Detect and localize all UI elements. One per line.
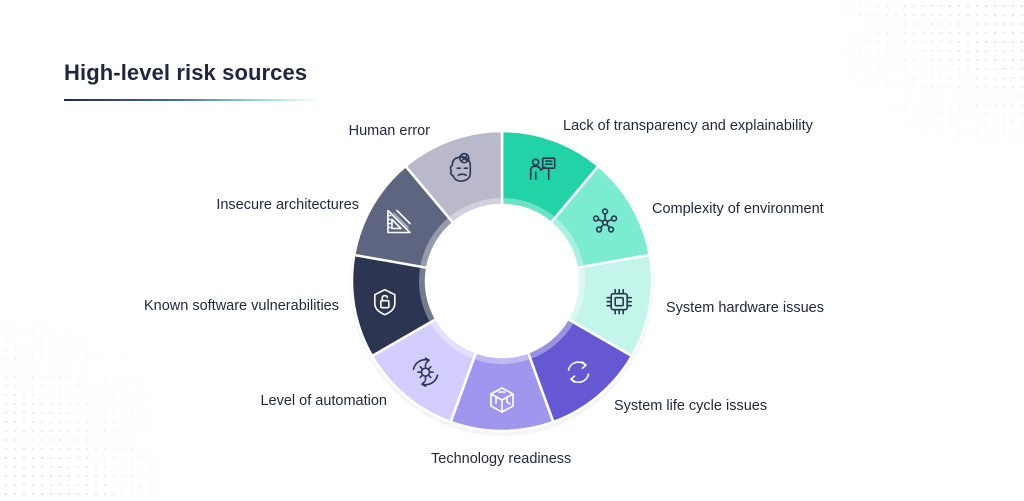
wheel-center	[427, 206, 577, 356]
segment-inner-band	[552, 218, 584, 267]
segment-inner-band	[503, 198, 555, 222]
ruler-triangle-icon	[387, 209, 411, 234]
segment-label-system-life-cycle-issues: System life cycle issues	[614, 398, 768, 414]
segment-label-human-error: Human error	[348, 123, 430, 139]
segment-inner-band	[529, 320, 574, 359]
microchip-icon	[606, 288, 632, 315]
segment-label-system-hardware-issues: System hardware issues	[666, 300, 824, 316]
circuit-cube-icon	[490, 387, 514, 413]
title-underline	[64, 99, 320, 101]
gear-cycle-icon	[412, 357, 439, 387]
page-title: High-level risk sources	[64, 60, 308, 85]
segment-inner-band	[474, 353, 530, 364]
segment-inner-band	[569, 268, 585, 322]
segment-inner-band	[449, 198, 501, 222]
segment-label-level-of-automation: Level of automation	[260, 393, 387, 409]
segment-label-lack-of-transparency: Lack of transparency and explainability	[563, 118, 813, 134]
segment-label-technology-readiness: Technology readiness	[431, 451, 572, 467]
presentation-icon	[529, 157, 556, 180]
segment-label-known-software-vulnerabilities: Known software vulnerabilities	[143, 298, 339, 314]
segment-inner-band	[430, 320, 475, 359]
segment-label-insecure-architectures: Insecure architectures	[216, 197, 359, 213]
segment-inner-band	[419, 268, 435, 322]
confused-face-icon	[449, 152, 472, 182]
segment-label-complexity-of-environment: Complexity of environment	[652, 201, 824, 217]
shield-lock-icon	[374, 288, 396, 316]
cycle-arrows-icon	[567, 361, 590, 383]
segment-inner-band	[420, 218, 452, 267]
network-nodes-icon	[592, 208, 618, 233]
